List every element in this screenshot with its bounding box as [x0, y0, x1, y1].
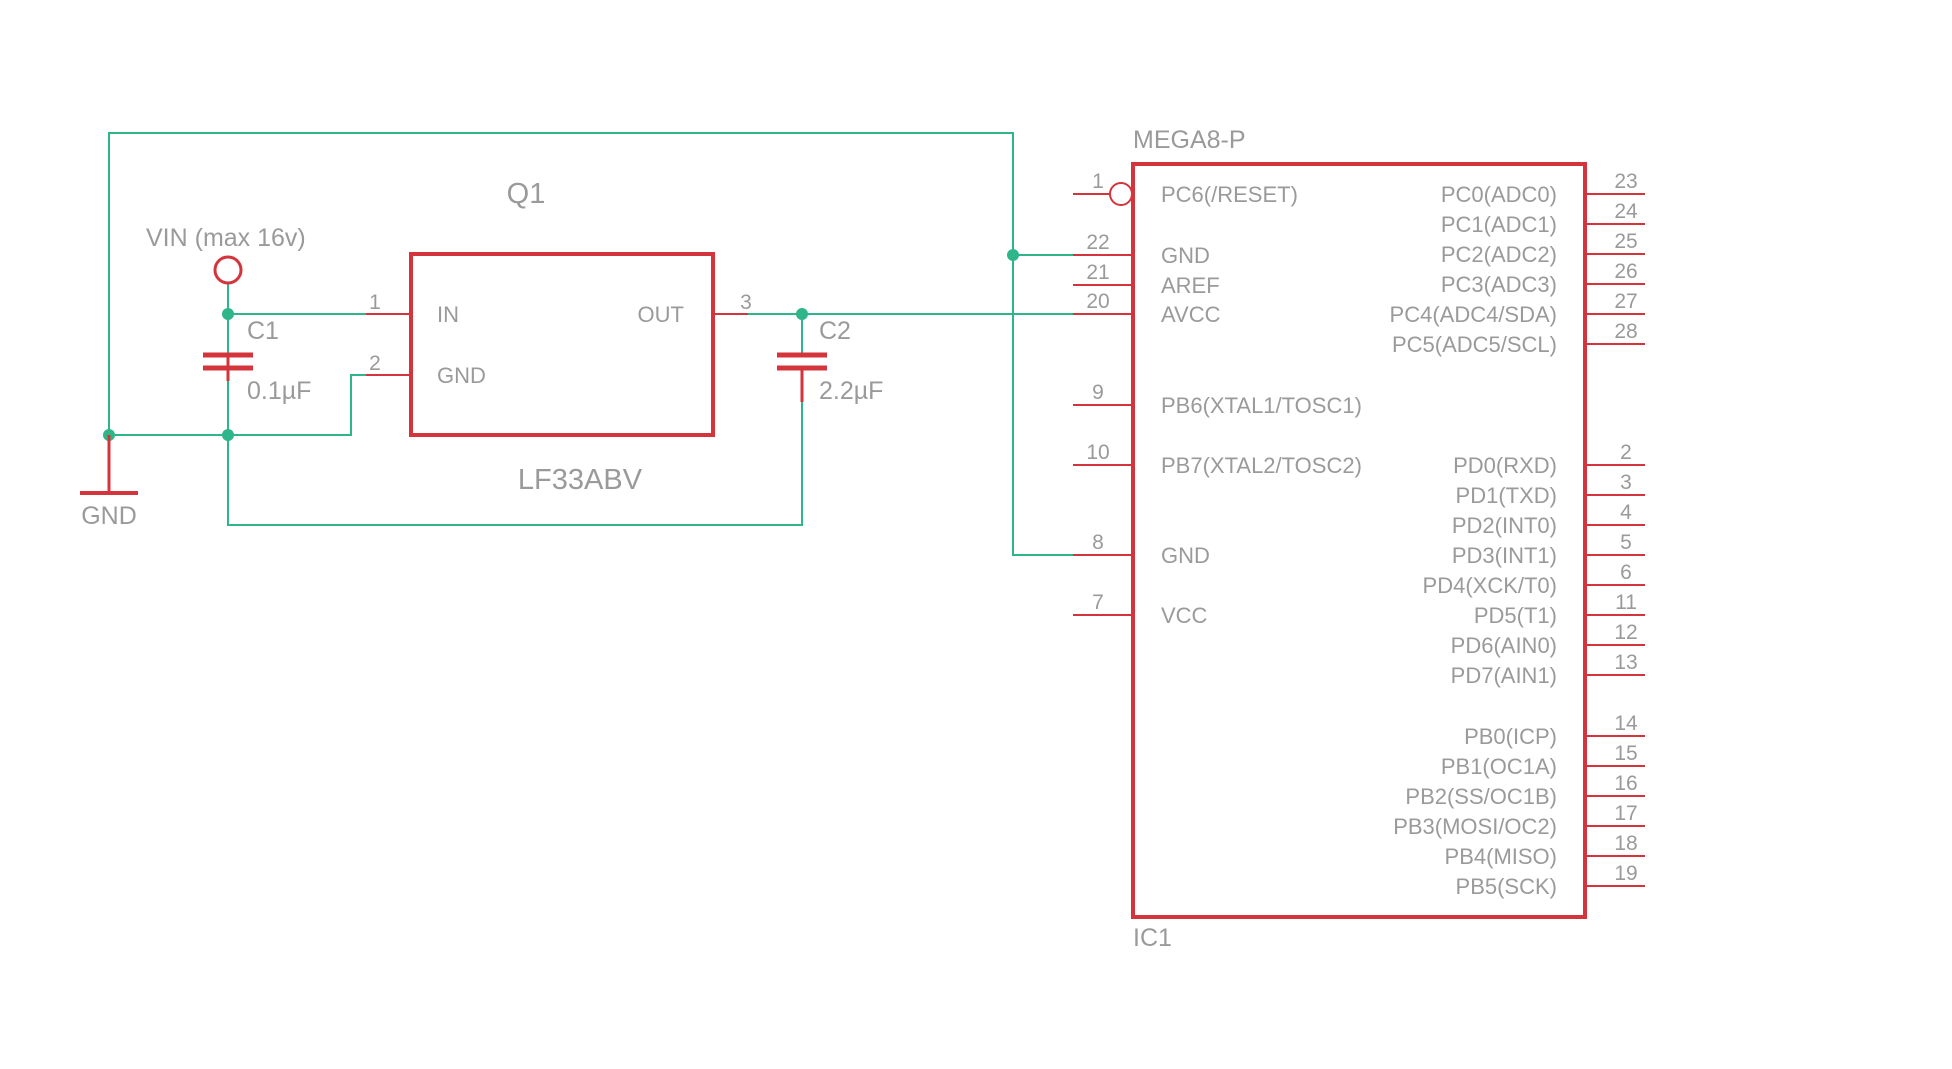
junction-dot [796, 308, 808, 320]
mcu-pin-name: PB5(SCK) [1456, 874, 1557, 899]
mcu-name: IC1 [1133, 924, 1172, 952]
mcu-pin-number: 20 [1086, 290, 1109, 313]
mcu-pin-name: PC6(/RESET) [1161, 182, 1298, 207]
mcu-pin-name: GND [1161, 543, 1210, 568]
mcu-pin-name: PC1(ADC1) [1441, 212, 1557, 237]
mcu-pin-name: PB1(OC1A) [1441, 754, 1557, 779]
mcu-pin-name: PB6(XTAL1/TOSC1) [1161, 393, 1362, 418]
reg-pin-name: GND [437, 363, 486, 388]
reg-pin-name: OUT [638, 302, 684, 327]
wire-gnd-mcu-pin8 [1012, 255, 1078, 556]
junction-dot [1007, 249, 1019, 261]
mcu-pin-number: 4 [1620, 501, 1632, 524]
gnd-label: GND [81, 502, 137, 530]
mcu-pin-number: 15 [1614, 742, 1637, 765]
regulator-name: Q1 [507, 178, 546, 210]
mcu-pin-name: GND [1161, 243, 1210, 268]
reg-pin-number: 1 [369, 291, 381, 314]
junction-dot [222, 429, 234, 441]
mcu-pin-number: 27 [1614, 290, 1637, 313]
junction-dot [222, 308, 234, 320]
mcu-pin-name: AVCC [1161, 302, 1221, 327]
mcu-pin-name: PB7(XTAL2/TOSC2) [1161, 453, 1362, 478]
mcu-pin-number: 23 [1614, 170, 1637, 193]
junctions [103, 249, 1019, 441]
reset-inversion-bubble [1109, 182, 1133, 206]
mcu-pin-name: PD6(AIN0) [1451, 633, 1557, 658]
mcu-pin-name: PC3(ADC3) [1441, 272, 1557, 297]
c1-name: C1 [247, 317, 279, 345]
mcu-pin-name: PD2(INT0) [1452, 513, 1557, 538]
capacitor-c1: C1 0.1µF [203, 317, 311, 405]
mcu-pin-name: PD5(T1) [1474, 603, 1557, 628]
vin-label: VIN (max 16v) [146, 224, 306, 252]
mcu-pin-name: PC4(ADC4/SDA) [1390, 302, 1557, 327]
wire-gnd-top-loop [108, 132, 1078, 435]
mcu-right-pins: 23PC0(ADC0)24PC1(ADC1)25PC2(ADC2)26PC3(A… [1390, 170, 1645, 899]
mcu-pin-number: 12 [1614, 621, 1637, 644]
mcu-pin-number: 9 [1092, 381, 1104, 404]
mcu-pin-name: PD4(XCK/T0) [1423, 573, 1557, 598]
mcu-pin-number: 18 [1614, 832, 1637, 855]
mcu-pin-number: 14 [1614, 712, 1638, 735]
mcu-pin-number: 7 [1092, 591, 1104, 614]
mcu-pin-name: PB4(MISO) [1445, 844, 1557, 869]
wire-gnd-to-reg-pin2 [228, 374, 366, 436]
mcu-pin-number: 26 [1614, 260, 1637, 283]
mcu-pin-name: PD3(INT1) [1452, 543, 1557, 568]
wire-gnd-c2-loop [227, 402, 803, 526]
mcu-pin-name: PC0(ADC0) [1441, 182, 1557, 207]
mcu-pin-number: 19 [1614, 862, 1637, 885]
vin-supply: VIN (max 16v) [146, 224, 306, 285]
mcu-pin-number: 13 [1614, 651, 1637, 674]
mcu-title: MEGA8-P [1133, 126, 1246, 154]
mcu-pin-name: PB3(MOSI/OC2) [1393, 814, 1557, 839]
mcu-pin-name: PB0(ICP) [1464, 724, 1557, 749]
c2-name: C2 [819, 317, 851, 345]
mcu-pin-number: 24 [1614, 200, 1638, 223]
c1-value: 0.1µF [247, 377, 311, 405]
mcu-pin-number: 21 [1086, 261, 1109, 284]
c2-value: 2.2µF [819, 377, 883, 405]
reg-pin-number: 3 [740, 291, 752, 314]
mcu-pin-name: AREF [1161, 273, 1220, 298]
reg-pin-name: IN [437, 302, 459, 327]
mcu-pin-number: 5 [1620, 531, 1632, 554]
regulator-value: LF33ABV [518, 464, 643, 496]
mcu-pin-name: PD7(AIN1) [1451, 663, 1557, 688]
mcu-pin-name: VCC [1161, 603, 1208, 628]
mcu-pin-number: 2 [1620, 441, 1632, 464]
mcu-pin-number: 11 [1615, 591, 1637, 614]
gnd-symbol: GND [80, 435, 138, 530]
mcu-pin-number: 25 [1614, 230, 1637, 253]
capacitor-c2: C2 2.2µF [777, 317, 883, 405]
mcu-pin-number: 22 [1086, 231, 1109, 254]
mcu-pin-number: 28 [1614, 320, 1637, 343]
reg-pin-number: 2 [369, 352, 381, 375]
mcu-pin-number: 6 [1620, 561, 1632, 584]
mcu-pin-number: 1 [1092, 170, 1104, 193]
regulator-q1: Q1 LF33ABV 1 IN 2 GND 3 OUT [366, 178, 752, 496]
mcu-pin-name: PB2(SS/OC1B) [1405, 784, 1557, 809]
mcu-pin-number: 16 [1614, 772, 1637, 795]
mcu-pin-name: PD0(RXD) [1453, 453, 1557, 478]
mcu-pin-name: PC5(ADC5/SCL) [1392, 332, 1557, 357]
mcu-pin-number: 17 [1614, 802, 1637, 825]
mcu-pin-name: PC2(ADC2) [1441, 242, 1557, 267]
mcu-pin-number: 8 [1092, 531, 1104, 554]
mcu-pin-number: 3 [1620, 471, 1632, 494]
mcu-pin-name: PD1(TXD) [1456, 483, 1557, 508]
mcu-pin-number: 10 [1086, 441, 1109, 464]
